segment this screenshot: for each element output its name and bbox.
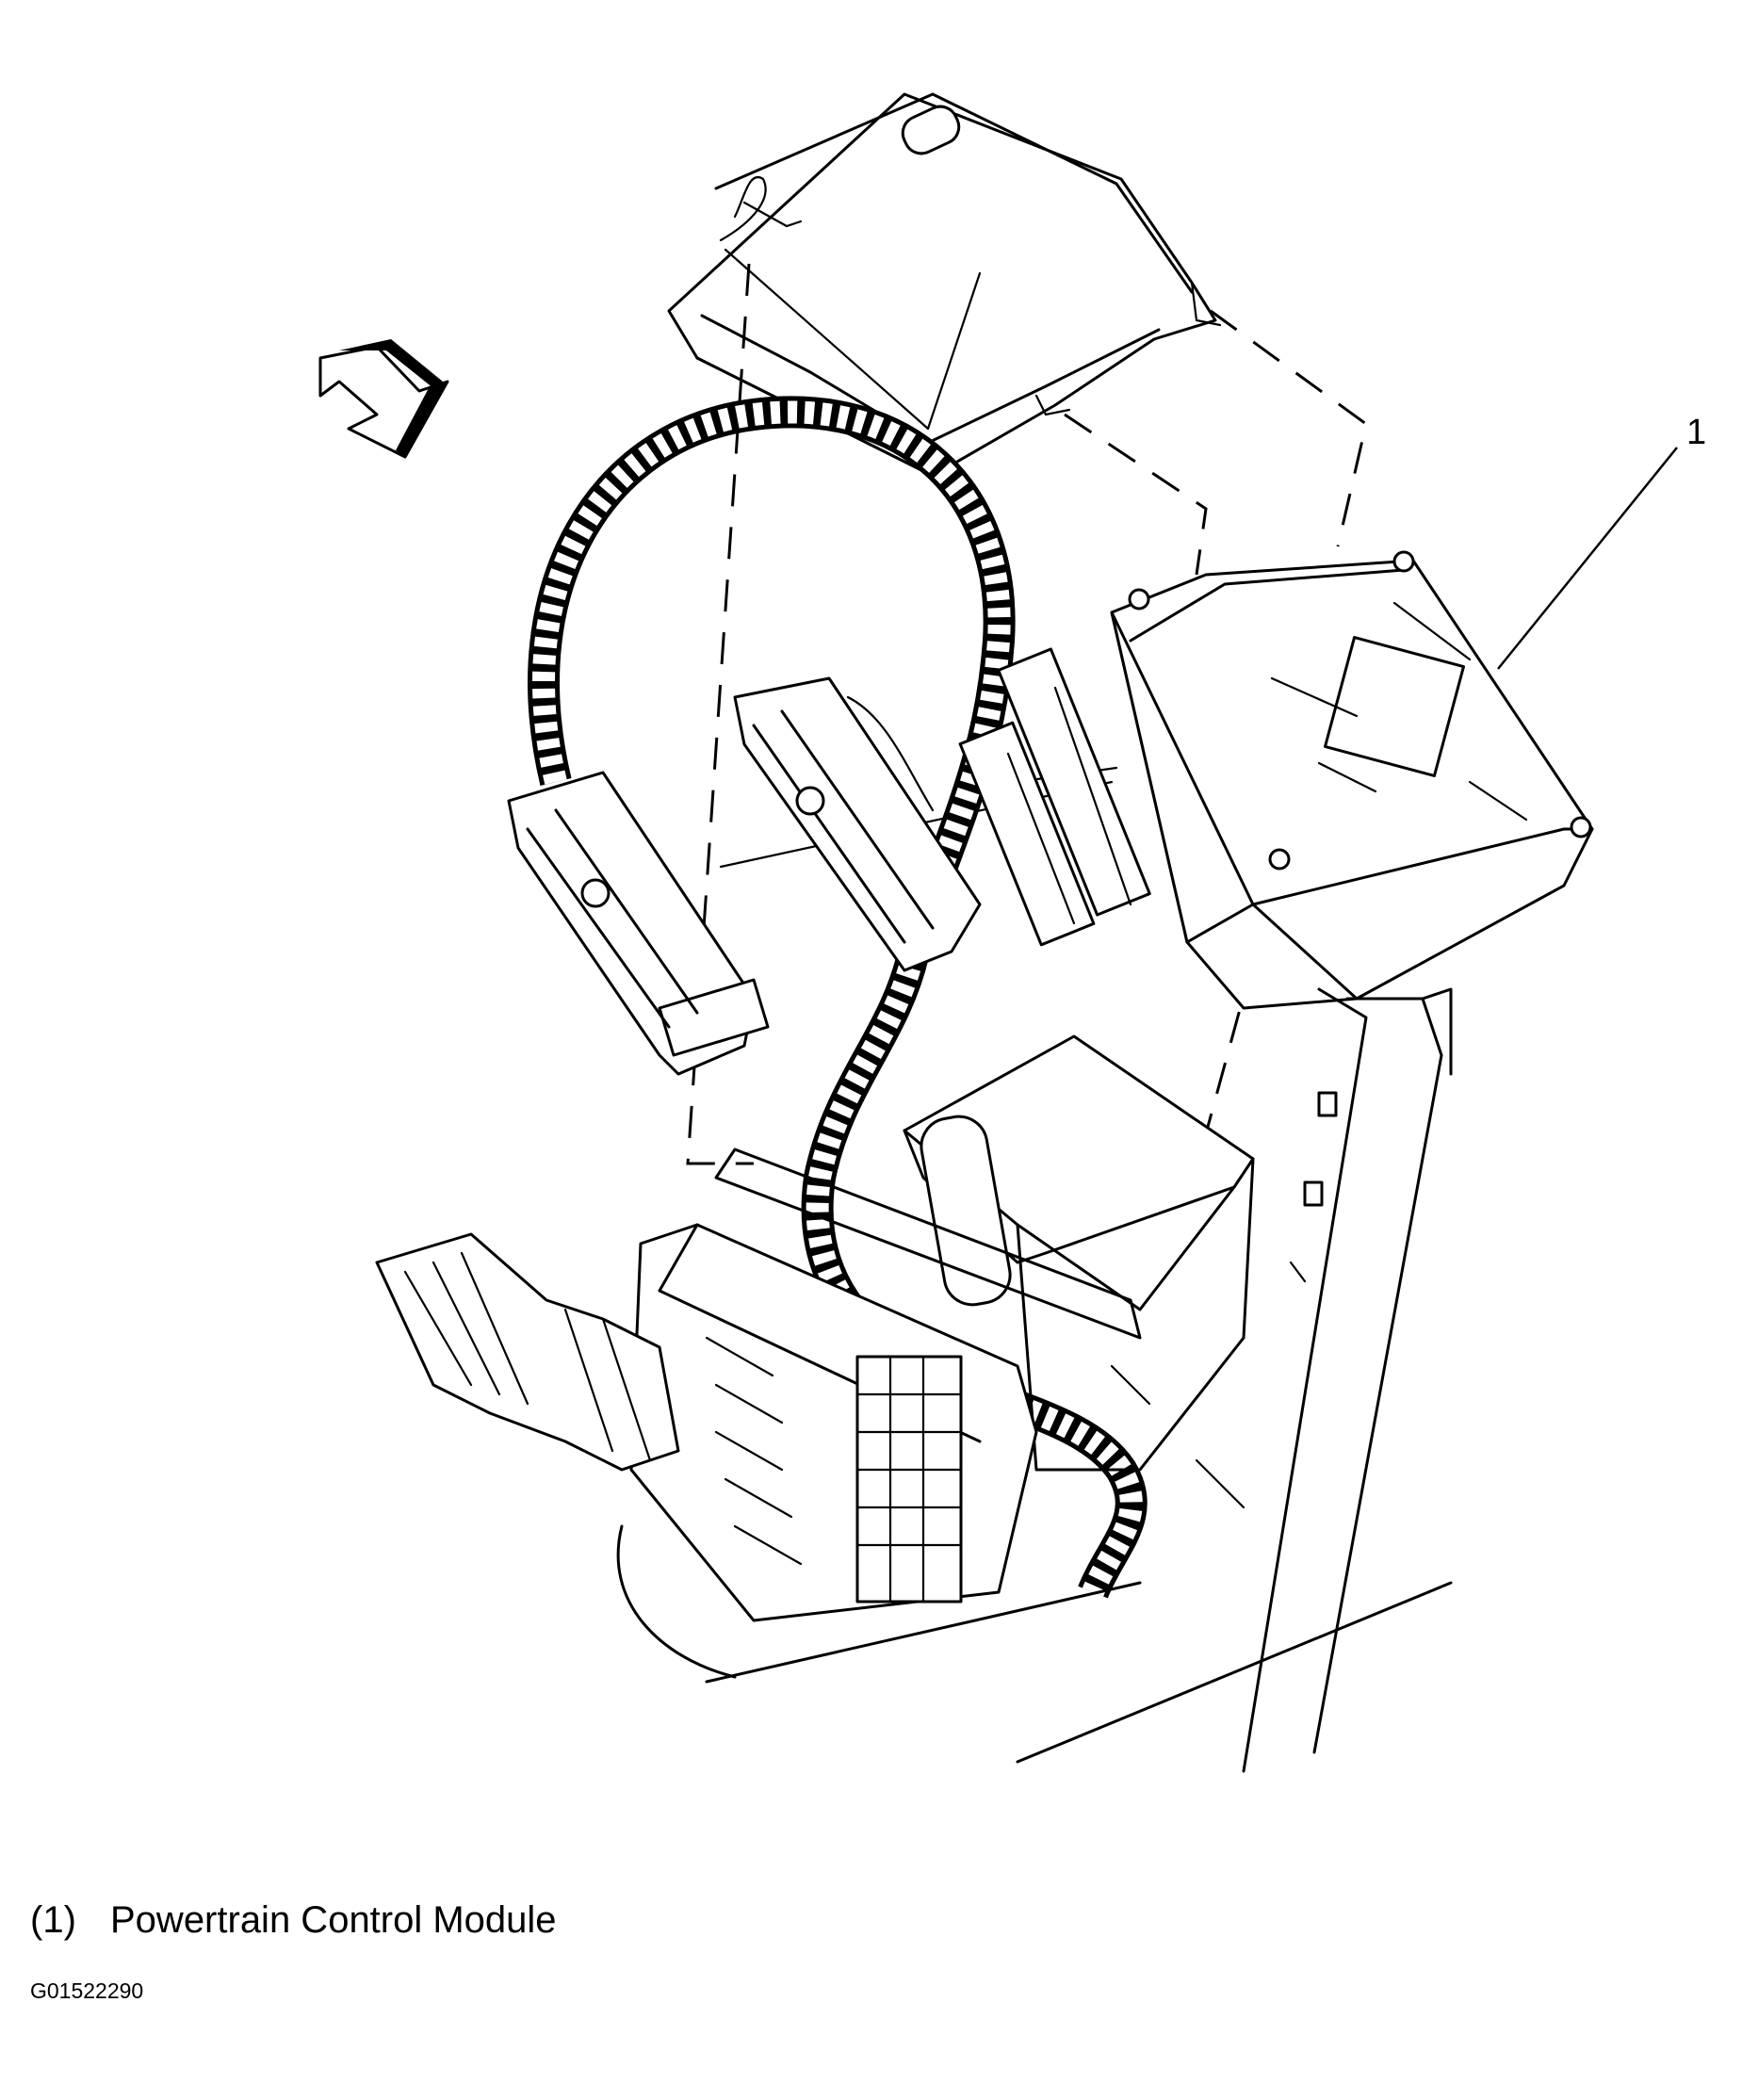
powertrain-control-module xyxy=(958,550,1594,1010)
air-cleaner-fins xyxy=(705,1336,803,1566)
module-cover xyxy=(667,92,1222,478)
legend: (1) Powertrain Control Module xyxy=(30,1901,557,1939)
intake-duct xyxy=(375,1232,737,1679)
legend-item-label: Powertrain Control Module xyxy=(110,1899,557,1941)
pcm-exploded-view-diagram xyxy=(318,92,1678,1773)
legend-item-number: (1) xyxy=(30,1899,76,1941)
body-panel xyxy=(705,1364,1453,1764)
left-connector xyxy=(507,771,770,1076)
middle-connector xyxy=(733,676,982,972)
filter-grid xyxy=(855,1355,963,1603)
callout-1-leader xyxy=(1497,447,1678,670)
pcm-connector-ports xyxy=(958,647,1151,947)
view-direction-arrow xyxy=(318,339,449,459)
mounting-bracket xyxy=(1242,987,1453,1773)
air-cleaner-housing xyxy=(629,1148,1142,1622)
figure-id: G01522290 xyxy=(30,1978,144,2003)
callout-number-1: 1 xyxy=(1686,413,1707,452)
module-tray xyxy=(903,1034,1255,1472)
